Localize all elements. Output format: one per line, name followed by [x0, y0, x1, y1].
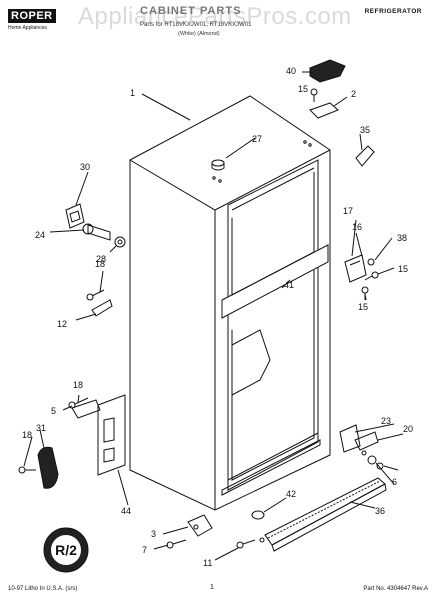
callout-16: 16 — [352, 222, 362, 232]
color-variants: (White) (Almond) — [178, 31, 220, 37]
revision-stamp: R/2 — [43, 527, 89, 573]
callout-31: 31 — [36, 423, 46, 433]
callout-28: 28 — [96, 254, 106, 264]
cabinet-bracket — [65, 203, 85, 229]
callout-17: 17 — [343, 206, 353, 216]
callout-40: 40 — [286, 66, 296, 76]
model-numbers: Parts for RT18VKXJW01, RT18VKXJW01 — [140, 22, 252, 28]
shim-part — [355, 145, 375, 167]
side-panel-plate — [97, 394, 126, 476]
footer-page-number: 1 — [210, 584, 214, 591]
callout-24: 24 — [35, 230, 45, 240]
callout-30: 30 — [80, 162, 90, 172]
top-hinge — [309, 102, 339, 119]
callout-5: 5 — [51, 406, 56, 416]
callout-35: 35 — [360, 125, 370, 135]
lower-bracket — [187, 514, 213, 537]
callout-2: 2 — [351, 89, 356, 99]
callout-1: 1 — [130, 88, 135, 98]
brand-subtitle: Home Appliances — [8, 25, 47, 31]
watermark: AppliancePartsPros.com — [78, 3, 352, 30]
product-category: REFRIGERATOR — [364, 8, 422, 15]
callout-18-lower: 18 — [22, 430, 32, 440]
toe-grille — [264, 477, 386, 546]
center-hinge — [344, 254, 367, 283]
callout-27: 27 — [252, 134, 262, 144]
front-frame — [227, 159, 319, 491]
callout-38: 38 — [397, 233, 407, 243]
stamp-text: R/2 — [55, 542, 77, 558]
cabinet-top-edge — [129, 149, 331, 211]
footer-print-info: 10-97 Litho In U.S.A. (srs) — [8, 586, 78, 592]
cabinet-outline — [129, 95, 331, 511]
callout-7: 7 — [142, 545, 147, 555]
callout-15-top: 15 — [298, 84, 308, 94]
washer — [114, 236, 126, 248]
callout-11: 11 — [203, 558, 212, 568]
callout-44: 44 — [121, 506, 131, 516]
mullion-divider — [221, 244, 329, 319]
footer-part-number: Part No. 4304647 Rev.A — [363, 586, 428, 592]
callout-6: 6 — [392, 477, 397, 487]
callout-41: 41 — [284, 280, 294, 290]
screw-top — [310, 88, 318, 96]
hinge-cover — [309, 59, 346, 83]
hinge-cover-left — [37, 446, 59, 489]
brand-logo: ROPER Home Appliances — [8, 6, 60, 31]
callout-12: 12 — [57, 319, 67, 329]
callout-23: 23 — [381, 416, 391, 426]
callout-15-right: 15 — [398, 264, 408, 274]
callout-42: 42 — [286, 489, 296, 499]
callout-36: 36 — [375, 506, 385, 516]
bottom-hinge — [354, 431, 379, 451]
callout-20: 20 — [403, 424, 413, 434]
callout-18-mid: 18 — [73, 380, 83, 390]
top-plug — [211, 159, 225, 167]
page-title: CABINET PARTS — [140, 5, 242, 17]
callout-15-mid: 15 — [358, 302, 368, 312]
grille-clip — [251, 510, 265, 520]
callout-18-upper: 18 — [95, 259, 105, 269]
callout-3: 3 — [151, 529, 156, 539]
brand-name: ROPER — [8, 9, 56, 23]
